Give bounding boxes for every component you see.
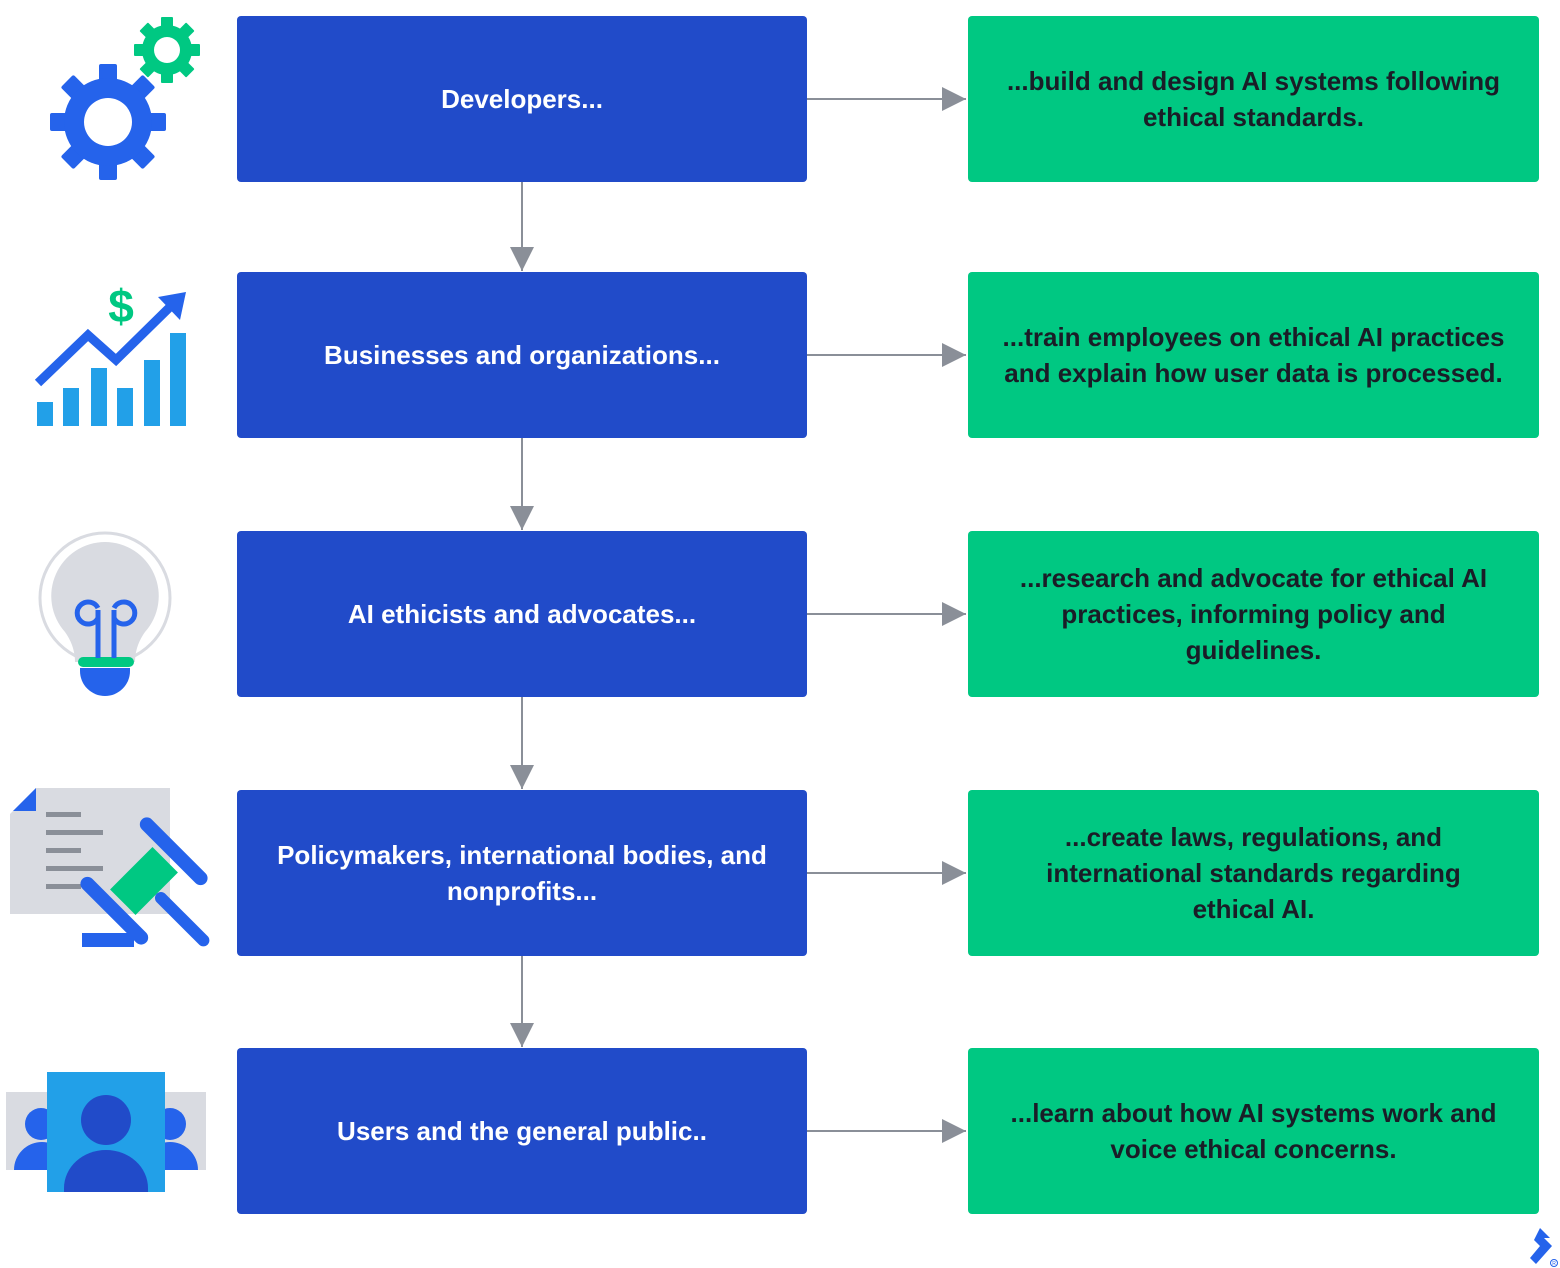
growth-chart-icon: $ <box>34 280 186 426</box>
action-label: ...learn about how AI systems work and v… <box>1010 1098 1497 1164</box>
action-box-developers: ...build and design AI systems following… <box>968 16 1539 182</box>
action-box-ethicists: ...research and advocate for ethical AI … <box>968 531 1539 697</box>
actor-label: Developers... <box>441 84 603 114</box>
actor-box-policymakers: Policymakers, international bodies, and … <box>237 790 807 956</box>
toptal-logo-icon: R <box>1530 1228 1558 1267</box>
action-label: ...research and advocate for ethical AI … <box>1019 563 1488 665</box>
action-box-users: ...learn about how AI systems work and v… <box>968 1048 1539 1214</box>
actor-box-ethicists: AI ethicists and advocates... <box>237 531 807 697</box>
actor-box-businesses: Businesses and organizations... <box>237 272 807 438</box>
actor-label: AI ethicists and advocates... <box>347 599 697 629</box>
actor-box-developers: Developers... <box>237 16 807 182</box>
action-label: ...create laws, regulations, and interna… <box>1046 822 1461 924</box>
svg-text:R: R <box>1552 1261 1556 1267</box>
action-box-businesses: ...train employees on ethical AI practic… <box>968 272 1539 438</box>
actor-box-users: Users and the general public.. <box>237 1048 807 1214</box>
actor-label: Businesses and organizations... <box>324 340 720 370</box>
actor-label: Policymakers, international bodies, and … <box>277 840 767 906</box>
users-icon <box>6 1072 206 1192</box>
gavel-document-icon <box>10 788 210 947</box>
actor-label: Users and the general public.. <box>337 1116 707 1146</box>
action-label: ...train employees on ethical AI practic… <box>1002 322 1505 388</box>
action-box-policymakers: ...create laws, regulations, and interna… <box>968 790 1539 956</box>
gears-icon <box>50 17 200 180</box>
svg-text:$: $ <box>108 280 134 332</box>
lightbulb-icon <box>38 531 172 696</box>
action-label: ...build and design AI systems following… <box>1006 66 1501 132</box>
